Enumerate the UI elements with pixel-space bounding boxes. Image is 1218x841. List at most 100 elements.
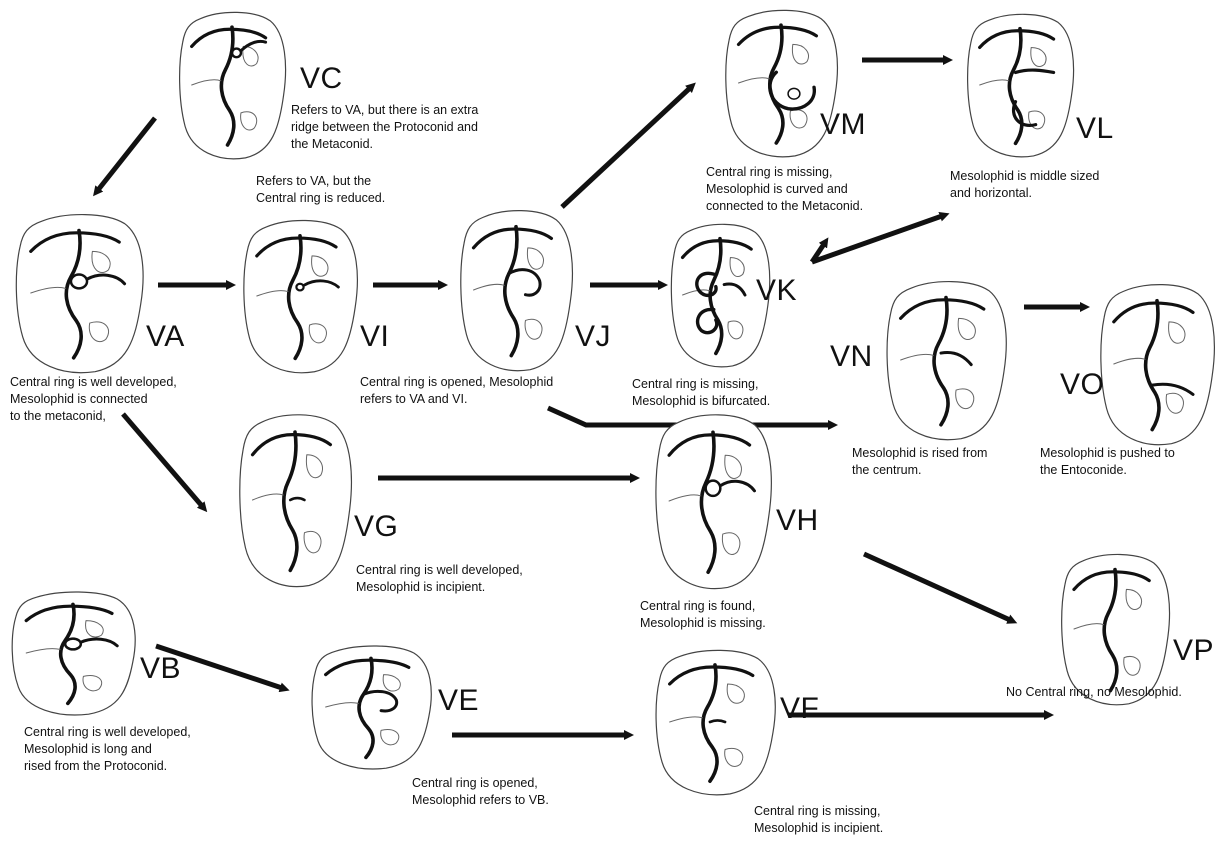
- tooth-ve: [312, 646, 431, 769]
- desc-line: Refers to VA, but there is an extra: [291, 103, 479, 117]
- tooth-vf: [656, 650, 775, 794]
- code-va: VA: [146, 320, 185, 353]
- tooth-cusp: [306, 455, 322, 478]
- desc-line: Mesolophid is long and: [24, 742, 152, 756]
- tooth-cusp: [309, 324, 326, 343]
- desc-ve: Central ring is opened, Mesolophid refer…: [412, 775, 549, 809]
- tooth-ridge: [61, 604, 75, 703]
- tooth-ridge: [934, 298, 948, 425]
- tooth-ridge: [706, 481, 721, 496]
- tooth-ridge: [232, 49, 241, 58]
- tooth-ridge: [326, 660, 409, 674]
- tooth-cusp: [670, 717, 703, 722]
- tooth-ridge: [697, 273, 716, 295]
- tooth-ridge: [81, 639, 117, 646]
- tooth-ridge: [1009, 29, 1021, 144]
- tooth-outline: [461, 211, 573, 371]
- tooth-outline: [244, 220, 358, 372]
- tooth-drawings: [12, 10, 1214, 794]
- desc-line: Central ring is missing,: [754, 804, 881, 818]
- tooth-ridge: [770, 72, 814, 109]
- desc-line: Mesolophid is connected: [10, 392, 148, 406]
- tooth-outline: [1101, 285, 1215, 445]
- tooth-ridge: [701, 432, 715, 572]
- tooth-cusp: [474, 284, 505, 290]
- desc-line: Mesolophid is bifurcated.: [632, 394, 771, 408]
- tooth-ridge: [289, 236, 302, 359]
- tooth-cusp: [312, 256, 328, 276]
- tooth-cusp: [253, 494, 284, 500]
- tooth-cusp: [383, 675, 400, 691]
- tooth-va: [16, 215, 143, 373]
- tooth-ridge: [669, 435, 750, 455]
- tooth-vh: [656, 415, 771, 589]
- tooth-cusp: [980, 80, 1009, 85]
- tooth-ridge: [710, 239, 722, 354]
- desc-line: rised from the Protoconid.: [24, 759, 168, 773]
- desc-line: Mesolophid is middle sized: [950, 169, 1100, 183]
- tooth-ridge: [720, 481, 754, 491]
- arrow-vc-to-va: [93, 116, 157, 197]
- desc-vf: Central ring is missing, Mesolophid is i…: [754, 803, 883, 837]
- tooth-ridge: [1014, 102, 1036, 126]
- desc-line: Central ring is well developed,: [24, 725, 191, 739]
- tooth-cusp: [722, 533, 740, 555]
- tooth-cusp: [381, 729, 399, 744]
- arrow-vh-to-vp: [862, 551, 1018, 624]
- desc-line: Central ring is opened, Mesolophid: [360, 375, 554, 389]
- desc-line: Mesolophid is curved and: [706, 182, 848, 196]
- tooth-ridge: [241, 41, 266, 50]
- tooth-cusp: [790, 110, 807, 128]
- desc-vh: Central ring is found, Mesolophid is mis…: [640, 598, 766, 632]
- tooth-cusp: [728, 321, 743, 339]
- tooth-ridge: [710, 720, 725, 722]
- tooth-ridge: [683, 241, 752, 258]
- tooth-ridge: [1146, 301, 1159, 430]
- transition-arrows: [93, 55, 1090, 740]
- code-vm: VM: [820, 108, 866, 141]
- desc-line: No Central ring, no Mesolophid.: [1006, 685, 1182, 699]
- tooth-ridge: [788, 88, 800, 99]
- tooth-ridge: [296, 284, 303, 291]
- tooth-vm: [726, 10, 838, 156]
- tooth-ridge: [941, 352, 971, 364]
- tooth-outline: [726, 10, 838, 156]
- tooth-outline: [16, 215, 143, 373]
- arrow-vj-to-vm: [560, 82, 696, 209]
- tooth-cusp: [326, 703, 359, 707]
- tooth-vo: [1101, 285, 1215, 445]
- tooth-cusp: [1029, 111, 1045, 129]
- desc-line: Central ring is well developed,: [356, 563, 523, 577]
- tooth-cusp: [527, 248, 543, 269]
- desc-line: Mesolophid is rised from: [852, 446, 988, 460]
- tooth-outline: [671, 224, 769, 366]
- tooth-ridge: [724, 284, 745, 295]
- tooth-outline: [240, 415, 352, 587]
- code-vi: VI: [360, 320, 390, 353]
- tooth-ridge: [1152, 384, 1193, 394]
- desc-line: to the metaconid,: [10, 409, 106, 423]
- tooth-cusp: [241, 112, 257, 130]
- tooth-outline: [656, 415, 771, 589]
- tooth-outline: [1062, 554, 1170, 704]
- desc-line: the centrum.: [852, 463, 922, 477]
- tooth-outline: [312, 646, 431, 769]
- desc-line: Central ring is missing,: [706, 165, 833, 179]
- tooth-cusp: [958, 318, 975, 339]
- tooth-cusp: [192, 80, 221, 85]
- desc-vc: Refers to VA, but there is an extra ridg…: [291, 102, 478, 153]
- desc-vg: Central ring is well developed, Mesoloph…: [356, 562, 523, 596]
- tooth-ridge: [257, 238, 336, 256]
- tooth-ridge: [901, 300, 984, 319]
- code-vp: VP: [1173, 634, 1215, 667]
- tooth-cusp: [1166, 393, 1183, 413]
- tooth-vn: [887, 282, 1006, 440]
- code-vg: VG: [354, 510, 399, 543]
- tooth-vi: [244, 220, 358, 372]
- tooth-ridge: [739, 27, 817, 44]
- desc-vp: No Central ring, no Mesolophid.: [1006, 684, 1182, 701]
- tooth-vl: [968, 14, 1074, 156]
- tooth-cusp: [257, 291, 288, 296]
- desc-vj: Central ring is opened, Mesolophid refer…: [360, 374, 553, 408]
